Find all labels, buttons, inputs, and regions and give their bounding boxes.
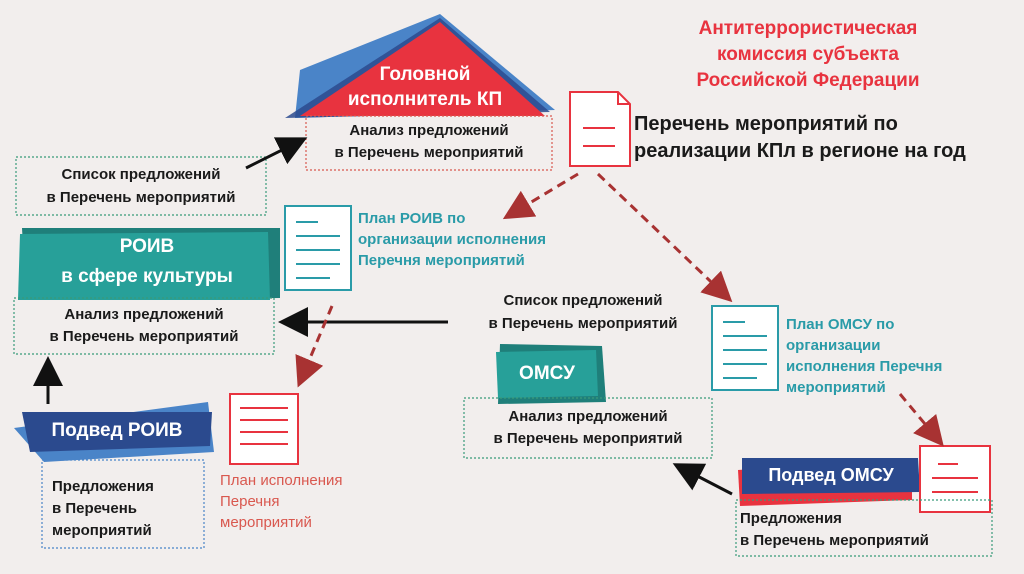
commission-line-2: комиссия субъекта [717,44,899,65]
roiv-banner [18,228,280,300]
document-icon-red-top [569,91,631,167]
proposals-list-left-line-1: Список предложений [61,166,221,183]
podved-roiv-banner [14,402,214,462]
podved-omsu-proposals-line-2: в Перечень мероприятий [740,532,929,549]
head-executor-label: Головной исполнитель КП [320,62,530,112]
document-icon-teal-omsu [711,305,779,391]
podved-roiv-plan-line-3: мероприятий [220,514,312,531]
document-icon-red-podved-omsu [919,445,991,513]
arrow-proposals-to-head [245,137,308,170]
omsu-analysis-box [463,397,713,459]
plan-list-title: Перечень мероприятий по реализации КПл в… [634,111,1019,165]
proposals-list-left-line-2: в Перечень мероприятий [46,189,236,206]
arrow-dashed-to-roiv-plan [502,172,579,220]
omsu-label: ОМСУ [519,363,575,384]
roiv-analysis-line-1: Анализ предложений [64,306,224,323]
podved-omsu-proposals-box [735,499,993,557]
omsu-plan-line-1: План ОМСУ по [786,316,895,333]
roiv-plan-line-1: План РОИВ по [358,210,466,227]
proposals-list-left: Список предложений в Перечень мероприяти… [16,163,266,209]
podved-roiv-plan-line-1: План исполнения [220,472,343,489]
plan-list-line-1: Перечень мероприятий по [634,113,898,135]
arrow-podved-omsu-to-omsu-analysis [672,463,733,496]
podved-roiv-label: Подвед РОИВ [51,420,183,441]
proposals-list-right: Список предложений в Перечень мероприяти… [458,289,708,335]
podved-roiv-proposals: Предложения в Перечень мероприятий [52,476,202,542]
podved-omsu-label: Подвед ОМСУ [768,465,894,485]
omsu-plan-text: План ОМСУ по организации исполнения Пере… [786,314,1006,398]
omsu-analysis-line-1: Анализ предложений [508,408,668,425]
omsu-plan-line-3: исполнения Перечня [786,358,943,375]
roiv-label-line-1: РОИВ [119,236,175,257]
arrow-dashed-to-podved-roiv-plan [295,305,334,388]
podved-roiv-plan-text: План исполнения Перечня мероприятий [220,470,400,533]
head-executor-shape [285,14,555,118]
head-analysis-line-2: в Перечень мероприятий [334,144,524,161]
roiv-analysis-text: Анализ предложений в Перечень мероприяти… [14,304,274,348]
head-executor-line-2: исполнитель КП [347,89,503,110]
proposals-list-right-line-1: Список предложений [503,292,663,309]
proposals-list-right-line-2: в Перечень мероприятий [488,315,678,332]
podved-roiv-proposals-line-2: в Перечень [52,500,137,517]
commission-title: Антитеррористическая комиссия субъекта Р… [668,16,948,94]
podved-roiv-proposals-box [41,459,205,549]
roiv-plan-text: План РОИВ по организации исполнения Пере… [358,208,598,271]
proposals-list-left-box [15,156,267,216]
omsu-analysis-text: Анализ предложений в Перечень мероприяти… [464,406,712,450]
commission-line-1: Антитеррористическая [698,18,918,39]
head-executor-line-1: Головной [379,64,471,85]
podved-roiv-plan-line-2: Перечня [220,493,280,510]
roiv-plan-line-3: Перечня мероприятий [358,252,525,269]
omsu-plan-line-2: организации [786,337,881,354]
arrow-dashed-to-omsu-plan [596,172,733,303]
podved-roiv-proposals-line-3: мероприятий [52,522,152,539]
head-analysis-text: Анализ предложений в Перечень мероприяти… [306,120,552,164]
omsu-analysis-line-2: в Перечень мероприятий [493,430,683,447]
omsu-plan-line-4: мероприятий [786,379,886,396]
commission-line-3: Российской Федерации [696,70,920,91]
document-icon-teal-roiv [284,205,352,291]
podved-omsu-proposals-line-1: Предложения [740,510,842,527]
roiv-analysis-box [13,297,275,355]
roiv-label: РОИВ в сфере культуры [22,232,272,292]
roiv-label-line-2: в сфере культуры [61,266,233,287]
head-analysis-line-1: Анализ предложений [349,122,509,139]
document-icon-red-podved-roiv [229,393,299,465]
podved-omsu-proposals: Предложения в Перечень мероприятий [740,508,990,552]
omsu-banner [496,344,606,404]
roiv-plan-line-2: организации исполнения [358,231,547,248]
podved-omsu-banner [738,458,920,506]
arrow-dashed-to-podved-omsu-plan [898,393,944,447]
plan-list-line-2: реализации КПл в регионе на год [634,140,966,162]
podved-roiv-proposals-line-1: Предложения [52,478,154,495]
roiv-analysis-line-2: в Перечень мероприятий [49,328,239,345]
